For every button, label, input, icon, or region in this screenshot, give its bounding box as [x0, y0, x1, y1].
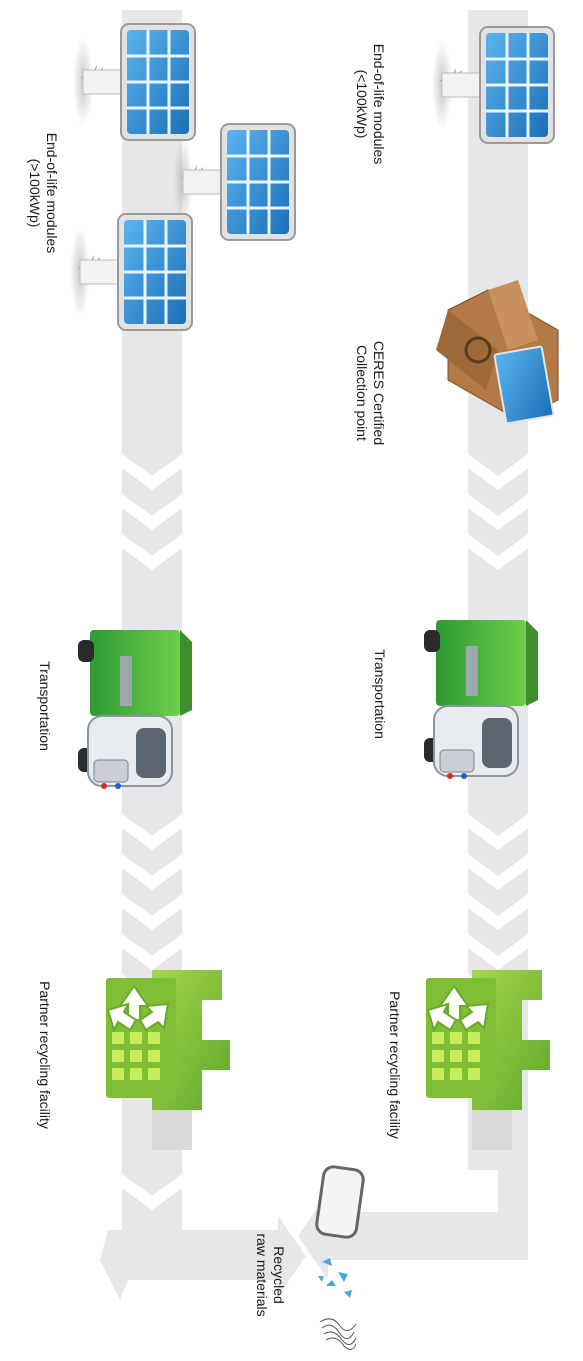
solar-panel-icon	[73, 24, 195, 140]
wire-icon	[320, 1319, 356, 1350]
recycled-materials-label: Recycled raw materials	[250, 1220, 290, 1330]
recycling-facility-icon	[426, 970, 550, 1150]
solar-panel-icon	[70, 214, 192, 330]
right-collection-label: CERES Certified Collection point	[350, 318, 390, 468]
right-transport-label: Transportation	[370, 634, 390, 754]
collection-box-icon	[436, 280, 558, 424]
glass-icon	[315, 1166, 364, 1239]
right-modules-label: End-of-life modules (<100kWp)	[350, 24, 390, 184]
solar-panel-icon	[432, 27, 554, 143]
left-facility-label: Partner recycling facility	[35, 960, 55, 1150]
left-modules-label: End-of-life modules (>100kWp)	[23, 128, 63, 258]
left-transport-label: Transportation	[35, 646, 55, 766]
right-facility-label: Partner recycling facility	[385, 970, 405, 1160]
